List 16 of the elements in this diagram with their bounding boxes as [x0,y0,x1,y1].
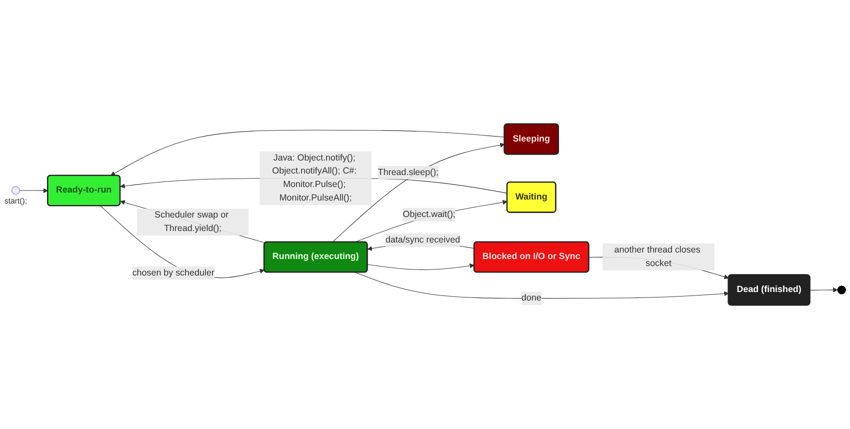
edge-label: another thread closes socket [614,245,700,268]
edge-label: chosen by scheduler [132,268,214,278]
arrow [367,263,475,270]
edge-label: data/sync received [385,235,460,245]
arrow [810,288,838,292]
arrow [332,142,505,242]
edge-label: Thread.sleep(); [378,168,439,177]
arrow [19,188,48,194]
edge-label: Object.wait(); [402,210,456,220]
edge-label: done [521,293,542,303]
node-circle [12,186,20,195]
arrow [354,272,729,299]
edge-label: Java: Object.notify(); Object.notifyAll(); C#: Monitor.Pulse(); Monitor.PulseAll(); [272,153,357,203]
arrow [110,130,505,176]
arrow [100,206,265,278]
edge-label: Scheduler swap or Thread.yield(); [154,210,229,234]
